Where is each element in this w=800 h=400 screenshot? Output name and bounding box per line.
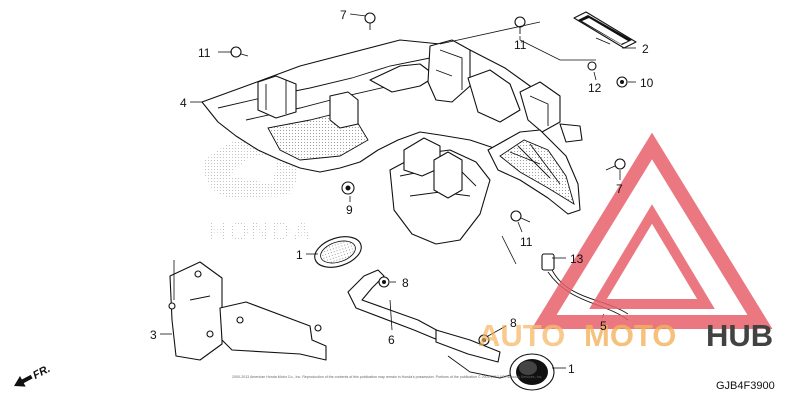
callout-6: 6 xyxy=(388,333,395,347)
reflector-plate xyxy=(573,11,637,49)
copyright-notice: 2000-2013 American Honda Motor Co., Inc.… xyxy=(232,375,542,379)
front-direction-indicator: FR. xyxy=(14,363,52,387)
bolt-7b xyxy=(605,158,626,171)
mud-flap-plate xyxy=(168,261,327,361)
rear-inner-fender xyxy=(201,39,583,173)
callout-3: 3 xyxy=(150,328,157,342)
callout-labels: 7 11 11 2 4 12 10 9 7 11 1 8 13 3 6 5 8 … xyxy=(150,8,654,376)
brand-background-text: HONDA xyxy=(208,216,313,246)
callout-8-upper: 8 xyxy=(402,276,409,290)
watermark-logo: AUTO MOTO HUB xyxy=(478,132,773,353)
bolt-7a xyxy=(364,12,376,30)
callout-13: 13 xyxy=(570,252,584,266)
watermark-moto: MOTO xyxy=(584,318,676,353)
license-bracket xyxy=(347,269,521,379)
callout-2: 2 xyxy=(642,42,649,56)
leader-lines xyxy=(160,13,636,369)
front-direction-label: FR. xyxy=(31,363,52,382)
watermark-hub: HUB xyxy=(706,318,773,353)
washer-10 xyxy=(616,76,628,88)
callout-7-right: 7 xyxy=(616,182,623,196)
nut-8b xyxy=(478,334,490,346)
callout-8-lower: 8 xyxy=(510,316,517,330)
callout-9: 9 xyxy=(346,203,353,217)
front-arrow-icon xyxy=(14,374,33,387)
reflector-lower xyxy=(509,353,555,391)
watermark-triangle-outer xyxy=(531,132,773,329)
diagram-code: GJB4F3900 xyxy=(716,380,775,392)
mud-guard-rear xyxy=(389,137,491,245)
reflector-upper xyxy=(314,236,362,268)
callout-11-lower: 11 xyxy=(520,235,533,249)
fasteners xyxy=(230,12,628,346)
callout-10: 10 xyxy=(640,76,654,90)
nut-8a xyxy=(378,276,390,288)
callout-1-lower: 1 xyxy=(568,362,575,376)
callout-11-left: 11 xyxy=(198,46,211,60)
harness-wire xyxy=(541,253,629,321)
callout-5: 5 xyxy=(600,319,607,333)
bolt-11c xyxy=(510,210,531,223)
callout-12: 12 xyxy=(588,81,602,95)
callout-4: 4 xyxy=(180,96,187,110)
callout-11-top-right: 11 xyxy=(514,38,527,52)
nut-12 xyxy=(587,61,597,71)
callout-1-upper: 1 xyxy=(296,248,303,262)
nut-9 xyxy=(341,181,355,195)
license-light-housing xyxy=(487,129,581,215)
bolt-11a xyxy=(514,16,526,34)
watermark-triangle-inner xyxy=(589,204,715,309)
bolt-11b xyxy=(230,46,249,58)
callout-7-top: 7 xyxy=(340,8,347,22)
watermark-auto: AUTO xyxy=(478,318,565,353)
